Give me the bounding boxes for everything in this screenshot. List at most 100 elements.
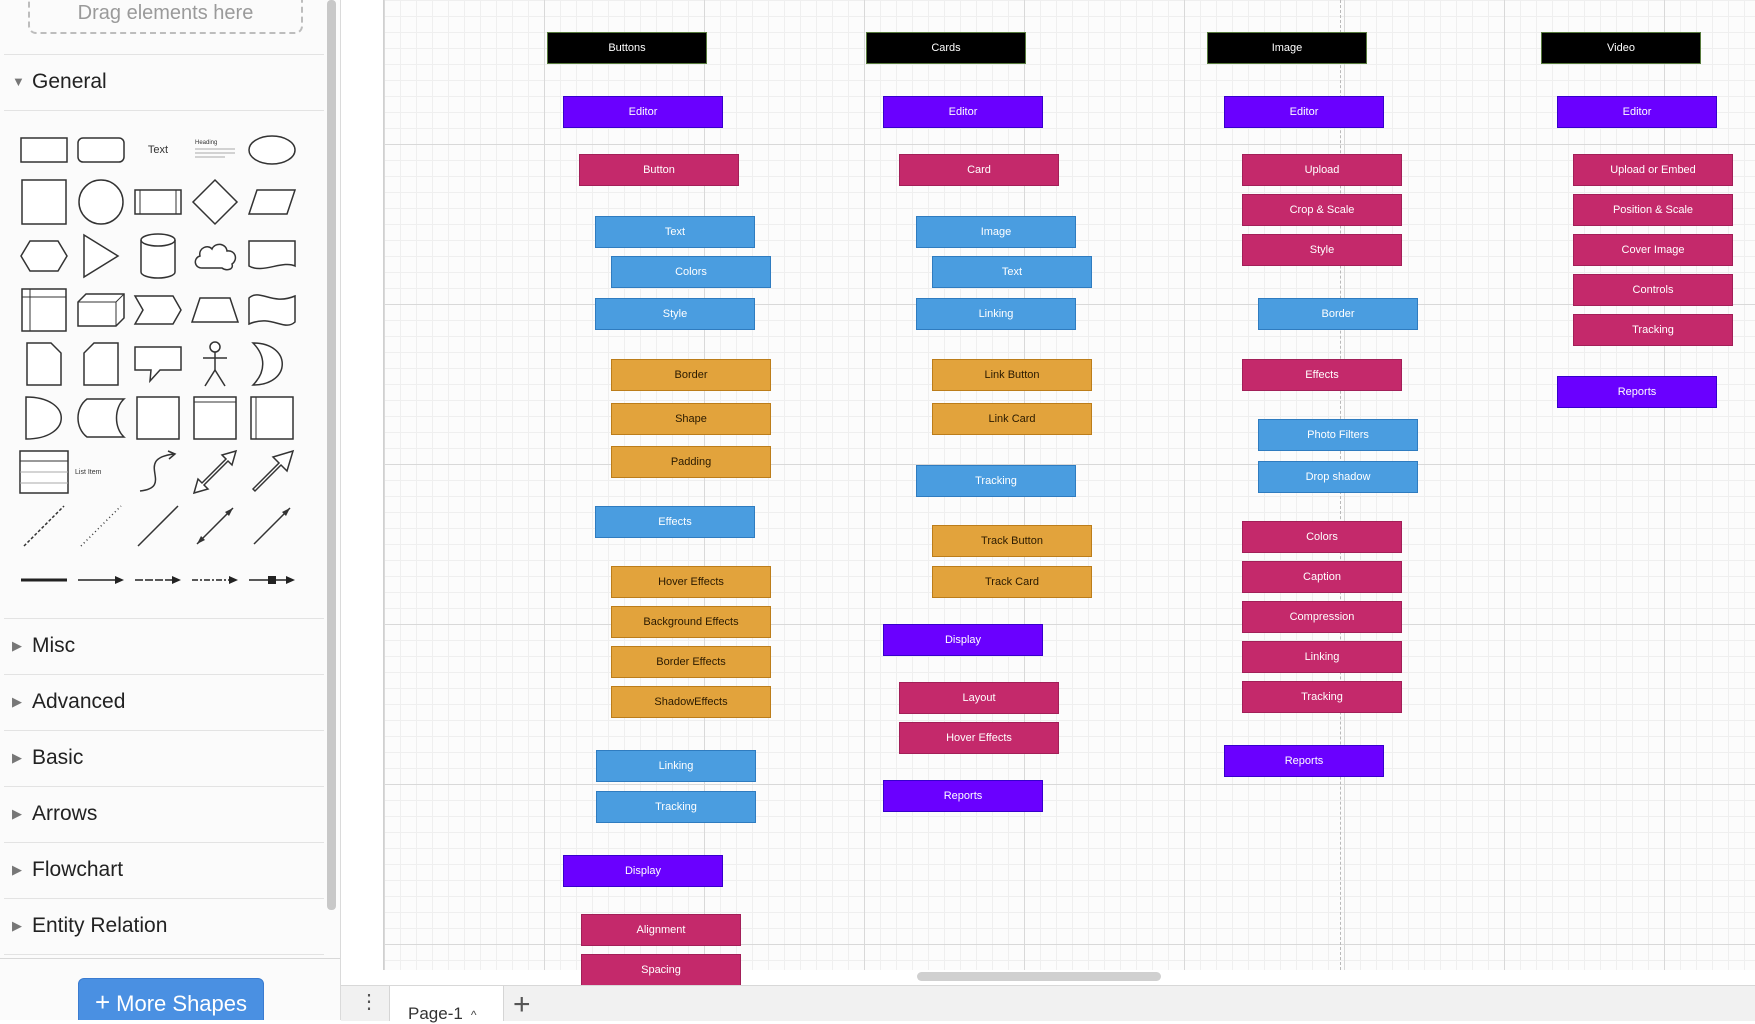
cards-node-reports[interactable]: Reports (883, 780, 1043, 812)
image-node-effects[interactable]: Effects (1242, 359, 1402, 391)
trapezoid-shape[interactable] (189, 285, 241, 335)
triangle-shape[interactable] (75, 231, 127, 281)
image-node-drop-shadow[interactable]: Drop shadow (1258, 461, 1418, 493)
tape-shape[interactable] (246, 285, 298, 335)
buttons-node-hover-effects[interactable]: Hover Effects (611, 566, 771, 598)
heading-shape[interactable]: Heading (189, 125, 241, 175)
delay-shape[interactable] (18, 393, 70, 443)
cards-node-track-card[interactable]: Track Card (932, 566, 1092, 598)
callout-shape[interactable] (132, 339, 184, 389)
cards-node-layout[interactable]: Layout (899, 682, 1059, 714)
page-tab[interactable]: Page-1^ (389, 986, 504, 1023)
section-basic[interactable]: ▶Basic (12, 746, 83, 770)
note-shape[interactable] (18, 339, 70, 389)
link-connector[interactable] (18, 555, 70, 605)
stored-data-shape[interactable] (75, 393, 127, 443)
video-node-tracking[interactable]: Tracking (1573, 314, 1733, 346)
buttons-node-tracking[interactable]: Tracking (596, 791, 756, 823)
circle-shape[interactable] (75, 177, 127, 227)
image-node-upload[interactable]: Upload (1242, 154, 1402, 186)
cylinder-shape[interactable] (132, 231, 184, 281)
section-general[interactable]: ▼General (12, 70, 107, 94)
video-node-controls[interactable]: Controls (1573, 274, 1733, 306)
image-node-crop-scale[interactable]: Crop & Scale (1242, 194, 1402, 226)
rectangle-shape[interactable] (18, 125, 70, 175)
vertical-pool-shape[interactable] (246, 393, 298, 443)
directional-connector[interactable] (246, 501, 298, 551)
video-node-position-scale[interactable]: Position & Scale (1573, 194, 1733, 226)
list-shape[interactable] (18, 447, 70, 497)
buttons-node-shadoweffects[interactable]: ShadowEffects (611, 686, 771, 718)
section-flowchart[interactable]: ▶Flowchart (12, 858, 123, 882)
buttons-node-border-effects[interactable]: Border Effects (611, 646, 771, 678)
ellipse-shape[interactable] (246, 125, 298, 175)
video-node-upload-or-embed[interactable]: Upload or Embed (1573, 154, 1733, 186)
horizontal-scrollbar[interactable] (917, 972, 1161, 981)
buttons-node-padding[interactable]: Padding (611, 446, 771, 478)
process-shape[interactable] (132, 177, 184, 227)
horizontal-pool-shape[interactable] (189, 393, 241, 443)
cards-node-linking[interactable]: Linking (916, 298, 1076, 330)
connector-with-three-labels[interactable] (189, 555, 241, 605)
sidebar-scrollbar[interactable] (327, 0, 336, 910)
arrow-shape[interactable] (246, 447, 298, 497)
hexagon-shape[interactable] (18, 231, 70, 281)
video-node-editor[interactable]: Editor (1557, 96, 1717, 128)
bidirectional-arrow-shape[interactable] (189, 447, 241, 497)
cards-node-hover-effects[interactable]: Hover Effects (899, 722, 1059, 754)
buttons-node-spacing[interactable]: Spacing (581, 954, 741, 986)
section-entity-relation[interactable]: ▶Entity Relation (12, 914, 167, 938)
buttons-node-colors[interactable]: Colors (611, 256, 771, 288)
buttons-node-editor[interactable]: Editor (563, 96, 723, 128)
image-node-tracking[interactable]: Tracking (1242, 681, 1402, 713)
list-item-shape[interactable]: List Item (75, 447, 127, 497)
cards-node-text[interactable]: Text (932, 256, 1092, 288)
image-node-style[interactable]: Style (1242, 234, 1402, 266)
add-page-icon[interactable]: + (513, 988, 531, 1021)
buttons-node-linking[interactable]: Linking (596, 750, 756, 782)
internal-storage-shape[interactable] (18, 285, 70, 335)
buttons-node-buttons[interactable]: Buttons (547, 32, 707, 64)
more-shapes-button[interactable]: +More Shapes (78, 978, 264, 1020)
image-node-border[interactable]: Border (1258, 298, 1418, 330)
dotted-line-connector[interactable] (75, 501, 127, 551)
bidirectional-connector[interactable] (189, 501, 241, 551)
video-node-cover-image[interactable]: Cover Image (1573, 234, 1733, 266)
cards-node-editor[interactable]: Editor (883, 96, 1043, 128)
image-node-caption[interactable]: Caption (1242, 561, 1402, 593)
buttons-node-border[interactable]: Border (611, 359, 771, 391)
diamond-shape[interactable] (189, 177, 241, 227)
container-shape[interactable] (132, 393, 184, 443)
cube-shape[interactable] (75, 285, 127, 335)
image-node-linking[interactable]: Linking (1242, 641, 1402, 673)
actor-shape[interactable] (189, 339, 241, 389)
image-node-compression[interactable]: Compression (1242, 601, 1402, 633)
buttons-node-background-effects[interactable]: Background Effects (611, 606, 771, 638)
connector-with-symbol[interactable] (246, 555, 298, 605)
section-advanced[interactable]: ▶Advanced (12, 690, 125, 714)
cards-node-link-button[interactable]: Link Button (932, 359, 1092, 391)
cards-node-link-card[interactable]: Link Card (932, 403, 1092, 435)
rounded-rectangle-shape[interactable] (75, 125, 127, 175)
buttons-node-button[interactable]: Button (579, 154, 739, 186)
dashed-line-connector[interactable] (18, 501, 70, 551)
card-shape[interactable] (75, 339, 127, 389)
connector-with-label[interactable] (75, 555, 127, 605)
buttons-node-effects[interactable]: Effects (595, 506, 755, 538)
cards-node-tracking[interactable]: Tracking (916, 465, 1076, 497)
connector-with-two-labels[interactable] (132, 555, 184, 605)
video-node-video[interactable]: Video (1541, 32, 1701, 64)
document-shape[interactable] (246, 231, 298, 281)
cloud-shape[interactable] (189, 231, 241, 281)
line-connector[interactable] (132, 501, 184, 551)
image-node-photo-filters[interactable]: Photo Filters (1258, 419, 1418, 451)
or-shape[interactable] (246, 339, 298, 389)
parallelogram-shape[interactable] (246, 177, 298, 227)
square-shape[interactable] (18, 177, 70, 227)
buttons-node-style[interactable]: Style (595, 298, 755, 330)
section-misc[interactable]: ▶Misc (12, 634, 75, 658)
page-menu-icon[interactable]: ⋮ (359, 991, 379, 1013)
cards-node-image[interactable]: Image (916, 216, 1076, 248)
